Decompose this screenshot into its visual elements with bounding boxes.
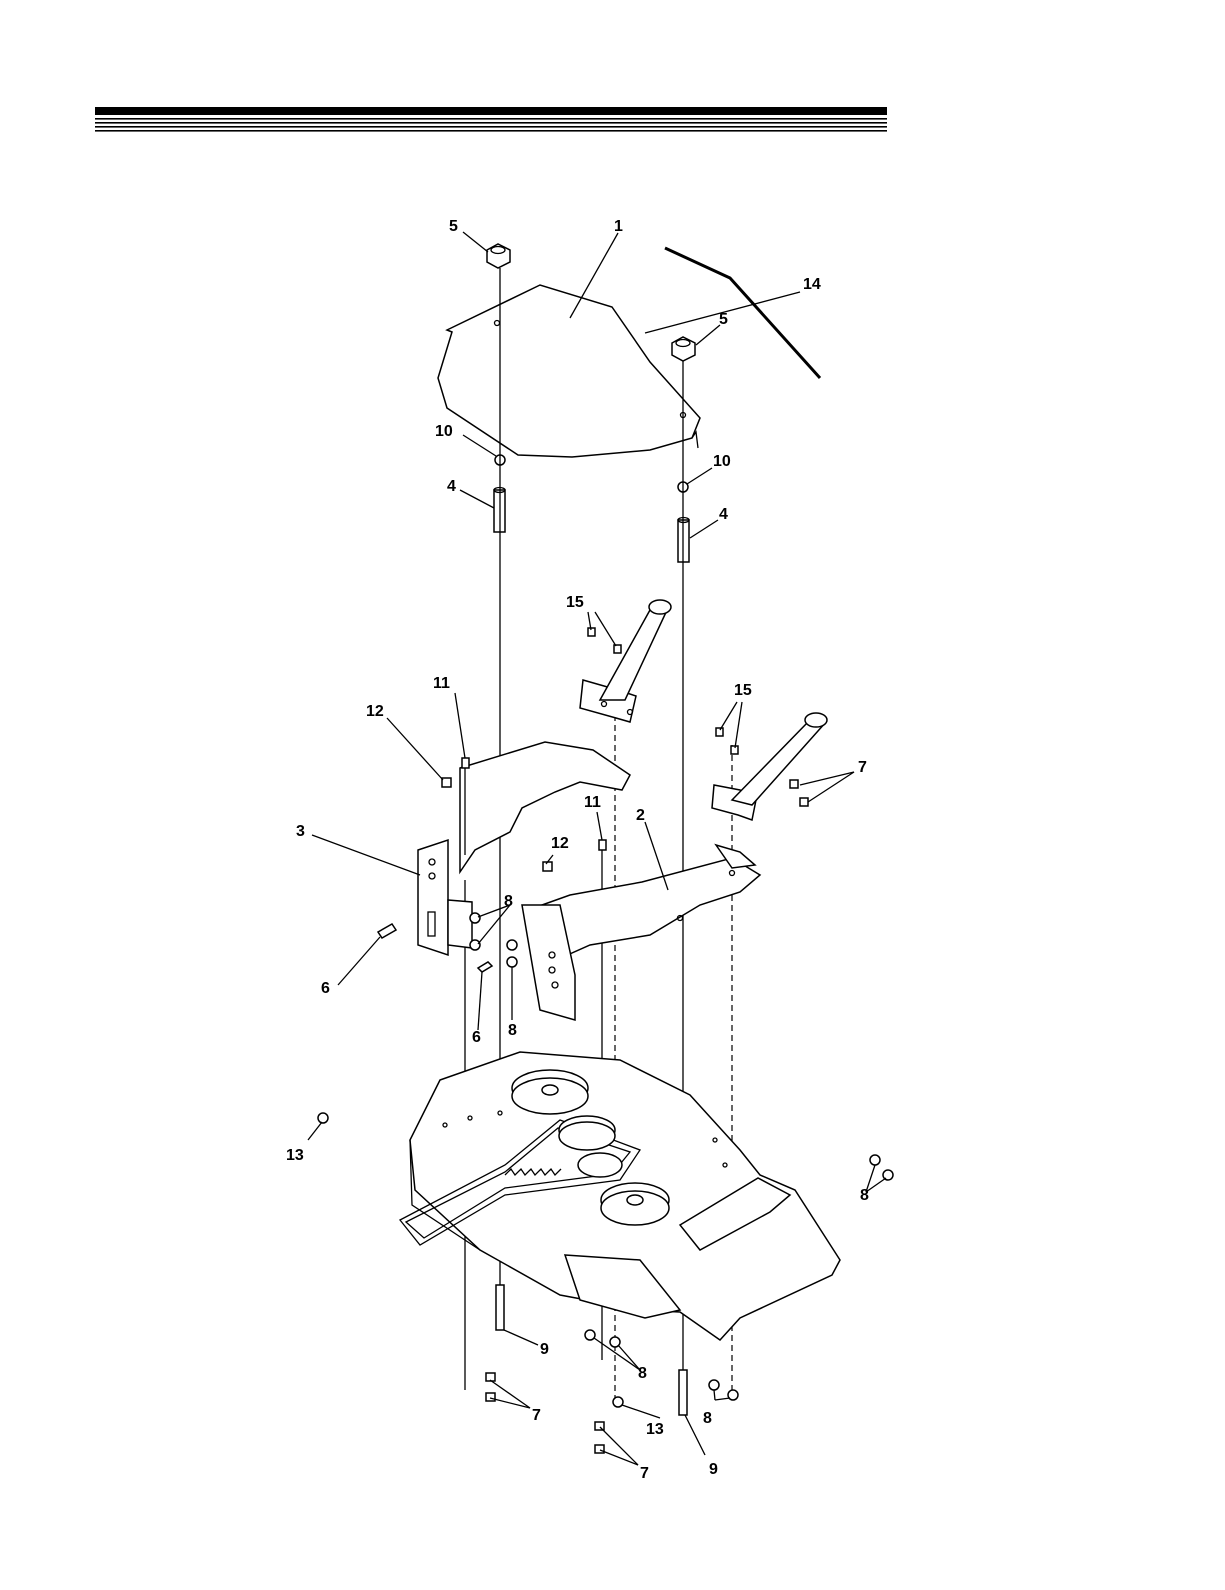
callout-8: 8: [508, 1022, 517, 1039]
carriage-bolt: [442, 778, 451, 787]
deck-mount-bracket-right: [522, 845, 760, 1020]
callout-7: 7: [640, 1465, 649, 1482]
header-rule: [95, 107, 887, 132]
callout-10: 10: [435, 423, 453, 440]
caster-mount-bracket-left: [580, 600, 671, 722]
callout-8: 8: [504, 893, 513, 910]
callout-3: 3: [296, 823, 305, 840]
callout-9: 9: [709, 1461, 718, 1478]
callout-8: 8: [638, 1365, 647, 1382]
carriage-bolt: [543, 862, 552, 871]
callout-12: 12: [551, 835, 569, 852]
callout-11: 11: [584, 794, 601, 811]
callout-4: 4: [719, 506, 728, 523]
callout-13: 13: [286, 1147, 304, 1164]
deck-spindle-bolt: [679, 1370, 687, 1415]
callout-15: 15: [566, 594, 584, 611]
callout-7: 7: [858, 759, 867, 776]
callout-6: 6: [472, 1029, 481, 1046]
callout-9: 9: [540, 1341, 549, 1358]
caster-mount-bracket-right: [712, 713, 827, 820]
callout-12: 12: [366, 703, 384, 720]
callout-8: 8: [860, 1187, 869, 1204]
lock-nuts-cluster: [470, 913, 517, 967]
callout-2: 2: [636, 807, 645, 824]
callout-6: 6: [321, 980, 330, 997]
callout-7: 7: [532, 1407, 541, 1424]
callout-13: 13: [646, 1421, 664, 1438]
callout-5: 5: [449, 218, 458, 235]
callout-1: 1: [614, 218, 623, 235]
hex-nut: [672, 337, 695, 361]
callout-10: 10: [713, 453, 731, 470]
bolt: [599, 840, 606, 850]
callout-5: 5: [719, 311, 728, 328]
callout-4: 4: [447, 478, 456, 495]
callout-8: 8: [703, 1410, 712, 1427]
mower-deck-housing: [400, 1052, 840, 1340]
belt-cover-shield: [438, 285, 700, 457]
callout-15: 15: [734, 682, 752, 699]
deck-spindle-bolt: [496, 1285, 504, 1330]
hex-nut: [487, 244, 510, 268]
callout-14: 14: [803, 276, 821, 293]
callout-11: 11: [433, 675, 450, 692]
